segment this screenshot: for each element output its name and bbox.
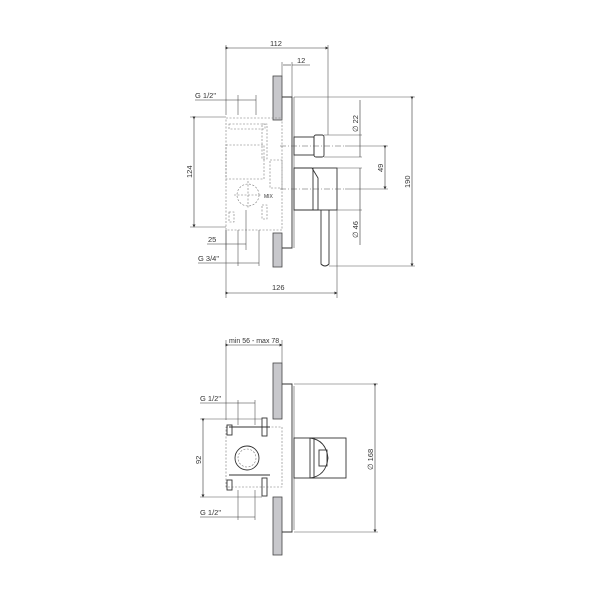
dim-handle-diameter: ∅ 46 [351, 221, 360, 238]
cover-plate [282, 383, 293, 533]
dim-inlet-thread-top: G 1/2" [200, 394, 221, 403]
wall-upper [272, 362, 283, 420]
top-view: MIX 112 12 G 1/2" [185, 39, 415, 298]
mixer-handle [293, 437, 347, 479]
dim-outlet-spacing: 25 [208, 235, 216, 244]
dim-overall-depth: 112 [270, 39, 282, 48]
dim-inlet-thread-bottom: G 1/2" [200, 508, 221, 517]
dim-total-depth: 126 [272, 283, 285, 292]
dim-axis-distance: 49 [376, 164, 385, 172]
dim-plate-offset: 12 [297, 56, 305, 65]
concealed-body [225, 117, 283, 231]
valve-circle [234, 181, 262, 209]
bottom-view: min 56 - max 78 G 1/2" 92 G 1/2" ∅ 168 [194, 338, 378, 556]
diverter-knob [280, 134, 345, 158]
dim-body-height-bottom: 92 [194, 456, 203, 464]
dim-outlet-thread: G 3/4" [198, 254, 219, 263]
dim-install-depth: min 56 - max 78 [229, 338, 279, 345]
dim-overall-height: 190 [403, 175, 412, 188]
dim-plate-diameter: ∅ 168 [366, 449, 375, 470]
dim-inlet-thread: G 1/2" [195, 91, 216, 100]
concealed-body [225, 426, 283, 488]
wall-lower [272, 232, 283, 268]
mixer-handle [280, 167, 345, 267]
dim-diverter-diameter: ∅ 22 [351, 115, 360, 132]
wall-upper [272, 75, 283, 121]
dim-body-height: 124 [185, 165, 194, 178]
valve-circle [234, 445, 260, 471]
wall-lower [272, 496, 283, 556]
cover-plate [282, 96, 293, 249]
body-mark: MIX [264, 194, 274, 200]
